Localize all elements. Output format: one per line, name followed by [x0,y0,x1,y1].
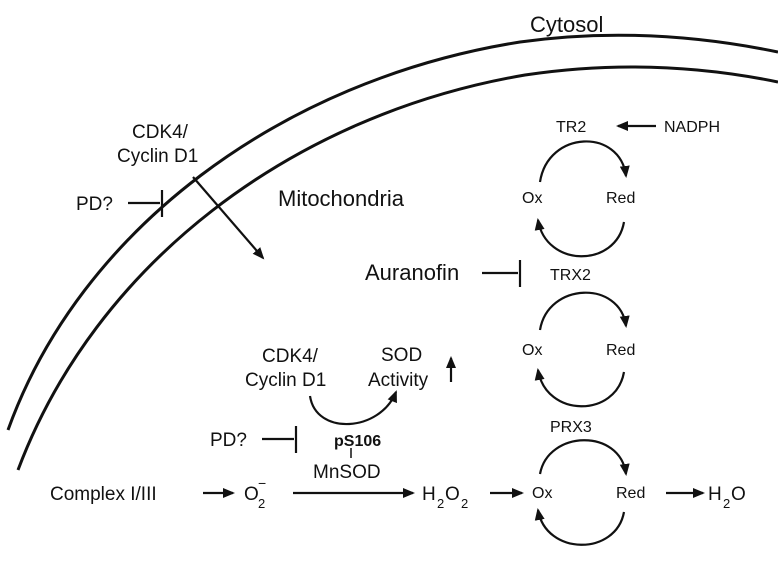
cdk4-to-sod-arc [308,390,398,426]
outer-pd-label: PD? [76,194,113,215]
tr2-red-label: Red [606,190,635,207]
o2-subscript: 2 [258,496,265,511]
h2o2-sub2: 2 [461,496,468,511]
inner-membrane [16,65,778,471]
outer-membrane [6,33,778,431]
h2o2-sub1: 2 [437,496,444,511]
outer-translocation-arrow [192,176,265,260]
ps106-label: pS106 [334,433,381,450]
superoxide-species: O 2 − [244,475,266,511]
outer-cdk4-label: CDK4/ [132,122,189,143]
inner-pd-label: PD? [210,430,247,451]
prx3-ox-label: Ox [532,485,552,502]
nadph-label: NADPH [664,119,720,136]
cytosol-label: Cytosol [530,12,603,37]
o2-superscript: − [258,475,266,491]
prx3-red-label: Red [616,485,645,502]
mnsod-label: MnSOD [313,462,381,483]
auranofin-label: Auranofin [365,260,459,285]
trx2-cycle-top-arc [538,291,630,331]
trx2-cycle-bottom-arc [534,368,626,408]
trx2-red-label: Red [606,342,635,359]
sod-activity-label: Activity [368,370,429,391]
h2o-o: O [731,484,746,505]
sod-label: SOD [381,345,422,366]
h2o-sub: 2 [723,496,730,511]
tr2-label: TR2 [556,119,586,136]
h2o2-o: O [445,484,460,505]
outer-cyclin-label: Cyclin D1 [117,146,198,167]
h2o2-h: H [422,484,436,505]
o2-symbol: O [244,484,259,505]
tr2-ox-label: Ox [522,190,542,207]
h2o-h: H [708,484,722,505]
mitochondria-label: Mitochondria [278,186,405,211]
hydrogen-peroxide-species: H 2 O 2 [422,484,468,511]
prx3-cycle-top-arc [538,439,630,476]
prx3-cycle-bottom-arc [534,508,626,546]
tr2-cycle-bottom-arc [534,218,626,258]
tr2-cycle-top-arc [538,140,630,183]
prx3-label: PRX3 [550,419,592,436]
inner-cyclin-label: Cyclin D1 [245,370,326,391]
inner-cdk4-label: CDK4/ [262,346,319,367]
trx2-ox-label: Ox [522,342,542,359]
trx2-label: TRX2 [550,267,591,284]
water-species: H 2 O [708,484,746,511]
complex-label: Complex I/III [50,484,157,505]
